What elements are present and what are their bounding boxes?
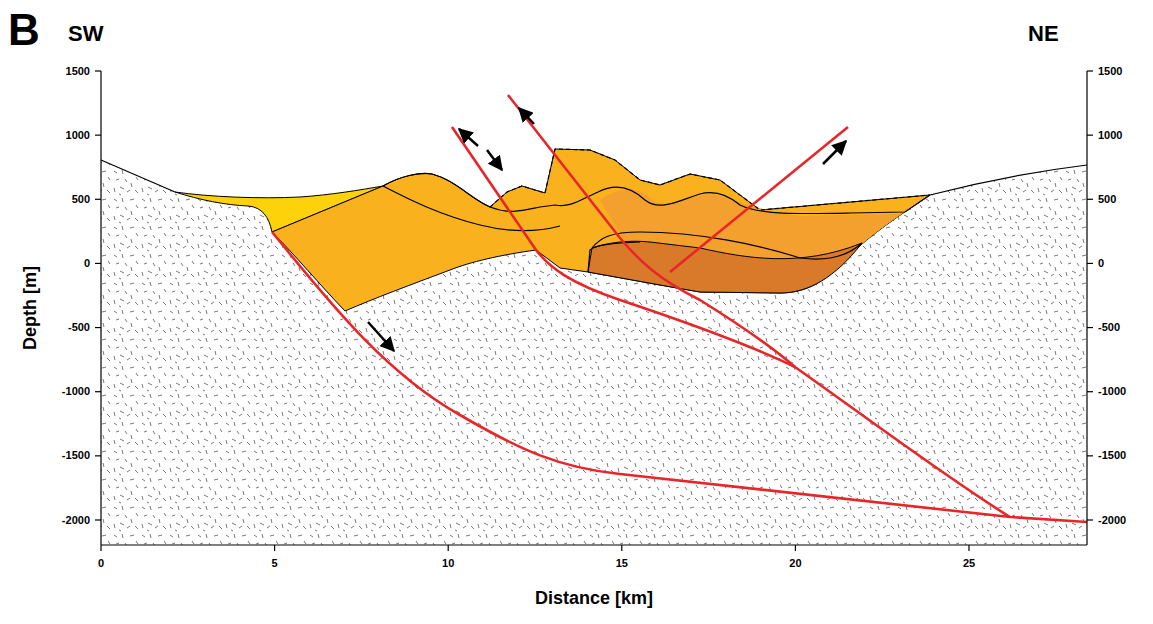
distance-tick-label: 25	[963, 558, 975, 569]
slip-arrow	[459, 129, 478, 146]
topography	[101, 160, 1087, 207]
direction-label: SW	[68, 23, 103, 45]
direction-label: NE	[1028, 23, 1059, 45]
tick	[1087, 455, 1093, 456]
tick	[95, 327, 101, 328]
antithetic-fault	[670, 127, 848, 272]
depth-tick-label: -1000	[1098, 386, 1126, 397]
axis-line	[101, 544, 1087, 545]
depth-tick-label: -2000	[1098, 515, 1126, 526]
depth-tick-label: -1500	[62, 450, 90, 461]
depth-tick-label: 1500	[66, 66, 90, 77]
axis-title: Depth [m]	[21, 266, 39, 350]
normal-fault	[452, 127, 1010, 517]
slip-arrow	[368, 322, 394, 351]
depth-tick-label: 500	[72, 194, 90, 205]
tick	[1087, 391, 1093, 392]
tick	[95, 519, 101, 520]
depth-tick-label: -500	[68, 322, 90, 333]
tick-marks	[95, 71, 1093, 551]
depth-tick-label: 1000	[66, 130, 90, 141]
tick	[448, 545, 449, 551]
tick	[95, 199, 101, 200]
tick	[95, 455, 101, 456]
bed-boundary	[490, 187, 930, 214]
bed-boundary	[592, 232, 862, 259]
depth-tick-label: -2000	[62, 515, 90, 526]
depth-tick-label: 0	[1098, 258, 1104, 269]
distance-tick-label: 5	[272, 558, 278, 569]
tick	[274, 545, 275, 551]
tick	[1087, 327, 1093, 328]
depth-tick-label: 1500	[1098, 66, 1122, 77]
slip-arrow	[519, 108, 534, 124]
distance-tick-label: 20	[789, 558, 801, 569]
listric-fault	[272, 232, 1087, 522]
basement-rock	[101, 71, 1087, 545]
tick	[95, 70, 101, 71]
orange-unit	[272, 149, 930, 311]
tick	[1087, 519, 1093, 520]
distance-tick-label: 10	[442, 558, 454, 569]
distance-tick-label: 0	[98, 558, 104, 569]
axis-line	[100, 71, 101, 545]
depth-tick-label: -500	[1098, 322, 1120, 333]
tick	[1087, 135, 1093, 136]
normal-fault	[508, 95, 795, 367]
axis-line	[1086, 71, 1087, 545]
tick	[95, 263, 101, 264]
slip-arrow	[487, 150, 502, 170]
tick	[968, 545, 969, 551]
tick	[795, 545, 796, 551]
tick	[95, 391, 101, 392]
tick	[95, 135, 101, 136]
distance-tick-label: 15	[616, 558, 628, 569]
bed-boundary	[588, 242, 640, 272]
depth-tick-label: 500	[1098, 194, 1116, 205]
depth-tick-label: -1000	[62, 386, 90, 397]
depth-tick-label: -1500	[1098, 450, 1126, 461]
tick	[1087, 199, 1093, 200]
tick	[100, 545, 101, 551]
tick	[1087, 70, 1093, 71]
depth-tick-label: 1000	[1098, 130, 1122, 141]
tick	[1087, 263, 1093, 264]
axis-title: Distance [km]	[535, 589, 653, 607]
panel-letter: B	[8, 8, 40, 52]
depth-tick-label: 0	[84, 258, 90, 269]
slip-arrow	[823, 141, 846, 164]
tick	[621, 545, 622, 551]
